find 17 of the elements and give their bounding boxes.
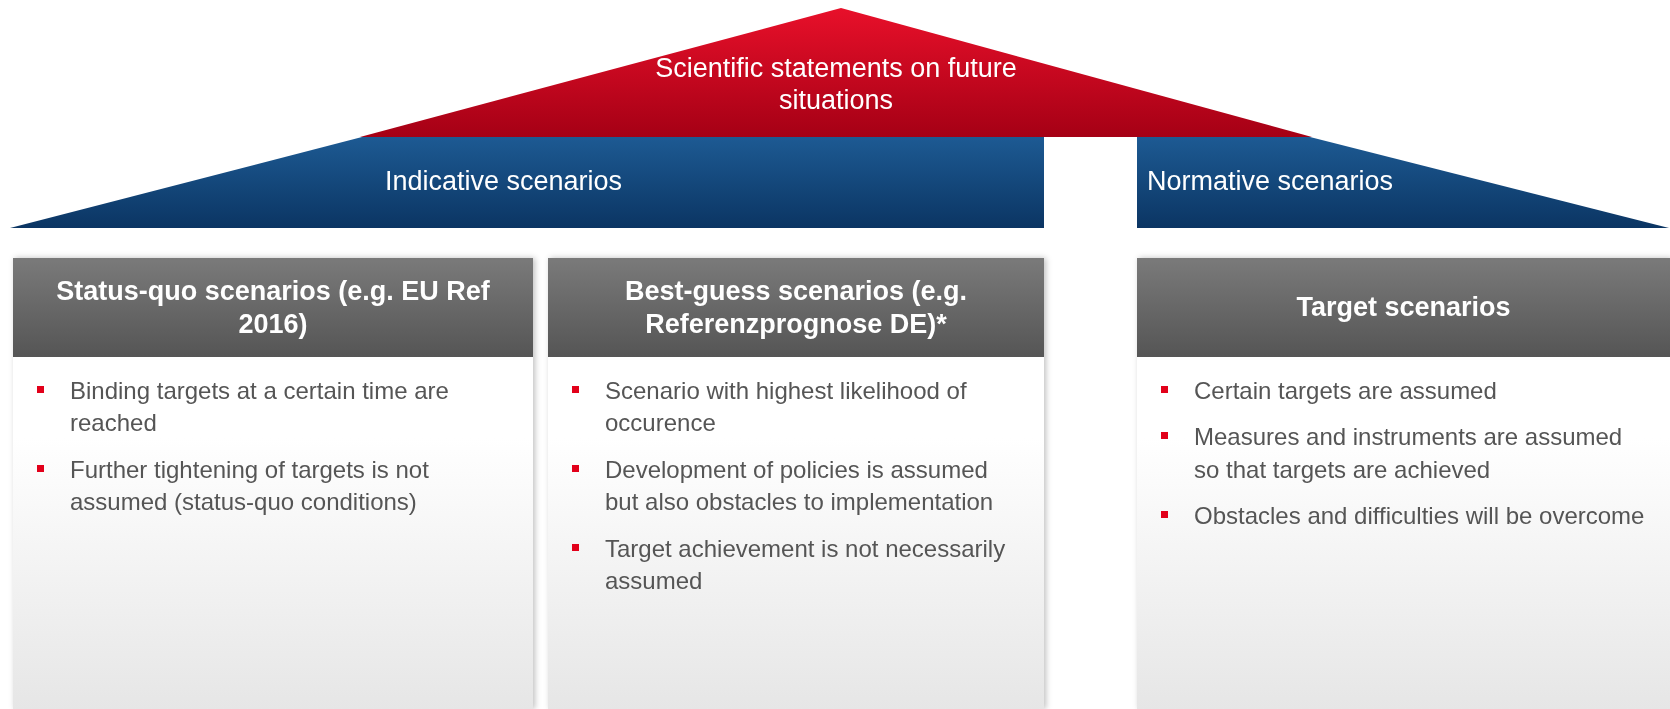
card-header: Best-guess scenarios (e.g. Referenzprognose DE)* bbox=[548, 258, 1044, 357]
roof-label: Scientific statements on future situations bbox=[654, 52, 1018, 117]
scenario-card bbox=[548, 258, 1044, 709]
band-label: Normative scenarios bbox=[1147, 165, 1395, 198]
bullet-text: Binding targets at a certain time are reached bbox=[70, 376, 450, 439]
bullet-text: Measures and instruments are assumed so that targets are achieved bbox=[1194, 422, 1624, 485]
bullet-text: Obstacles and difficulties will be overcome bbox=[1194, 501, 1645, 532]
card-header: Status-quo scenarios (e.g. EU Ref 2016) bbox=[13, 258, 533, 357]
bullet-text: Target achievement is not necessarily assumed bbox=[605, 533, 1007, 596]
bullet-text: Scenario with highest likelihood of occurence bbox=[605, 376, 968, 439]
bullet-text: Further tightening of targets is not assumed (status-quo conditions) bbox=[70, 454, 430, 518]
bullet-text: Development of policies is assumed but also obstacles to implementation bbox=[605, 454, 995, 518]
card-header: Target scenarios bbox=[1137, 258, 1670, 357]
scenario-card bbox=[1137, 258, 1670, 709]
bullet-text: Certain targets are assumed bbox=[1194, 376, 1497, 406]
band-label: Indicative scenarios bbox=[385, 165, 624, 198]
scenario-card bbox=[13, 258, 533, 709]
